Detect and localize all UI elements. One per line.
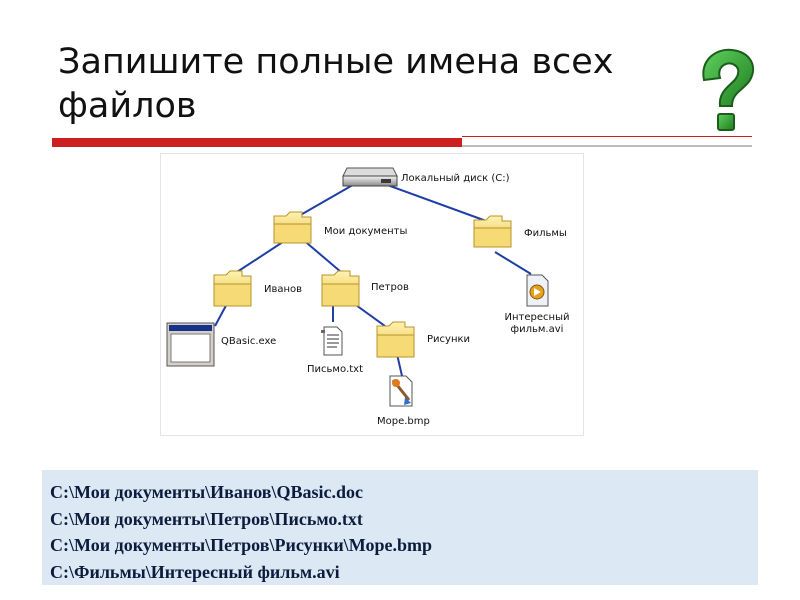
node-label-qbasic: QBasic.exe [221,336,277,347]
node-label-petrov: Петров [371,282,409,293]
file-tree-diagram: Локальный диск (C:) Мои документы Фильмы… [160,153,584,436]
answers-box: C:\Мои документы\Иванов\QBasic.doc C:\Мо… [42,470,758,585]
node-label-disk: Локальный диск (C:) [401,173,510,184]
answer-line: C:\Мои документы\Петров\Рисунки\Море.bmp [50,535,432,555]
node-label-my-documents: Мои документы [324,226,408,237]
folder-icon [213,270,252,307]
answer-line: C:\Мои документы\Петров\Письмо.txt [50,508,363,529]
answer-line: C:\Фильмы\Интересный фильм.avi [50,561,340,582]
title-underline [52,138,462,147]
folder-icon [321,270,360,307]
paint-brush-icon [389,375,413,407]
node-label-films: Фильмы [524,228,567,239]
answer-line: C:\Мои документы\Иванов\QBasic.doc [50,482,363,502]
slide-title: Запишите полные имена всех файлов [58,42,614,126]
title-rule-gray [462,145,752,147]
hard-drive-icon [342,167,398,187]
node-label-movie-line1: Интересный [504,312,570,323]
node-label-pictures: Рисунки [427,334,471,345]
node-label-letter: Письмо.txt [307,364,364,375]
folder-icon [473,215,512,248]
title-rule-thin [462,136,752,137]
node-label-sea: Море.bmp [377,416,430,427]
media-file-icon [526,274,549,307]
question-mark-icon [702,48,755,131]
text-document-icon [321,326,343,356]
folder-icon [376,321,415,358]
application-window-icon [166,322,215,367]
node-label-movie-line2: фильм.avi [510,324,564,335]
folder-icon [273,211,312,244]
node-label-ivanov: Иванов [264,284,303,295]
